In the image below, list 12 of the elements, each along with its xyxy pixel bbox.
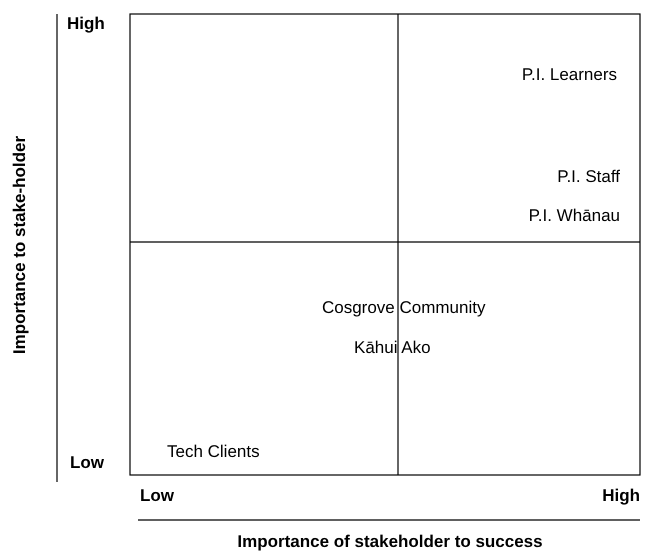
axis-tick-label: High [602,486,640,506]
stakeholder-label: P.I. Whānau [528,206,620,226]
axis-tick-label: Low [140,486,174,506]
axis-title: Importance to stake-holder [10,136,30,354]
axis-tick-label: High [67,14,105,34]
stakeholder-label: P.I. Staff [557,167,620,187]
stakeholder-label: Kāhui Ako [354,338,431,358]
axis-title: Importance of stakeholder to success [237,532,543,552]
stakeholder-label: P.I. Learners [522,65,617,85]
stakeholder-label: Cosgrove Community [322,298,486,318]
axis-tick-label: Low [70,453,104,473]
stakeholder-label: Tech Clients [167,442,260,462]
